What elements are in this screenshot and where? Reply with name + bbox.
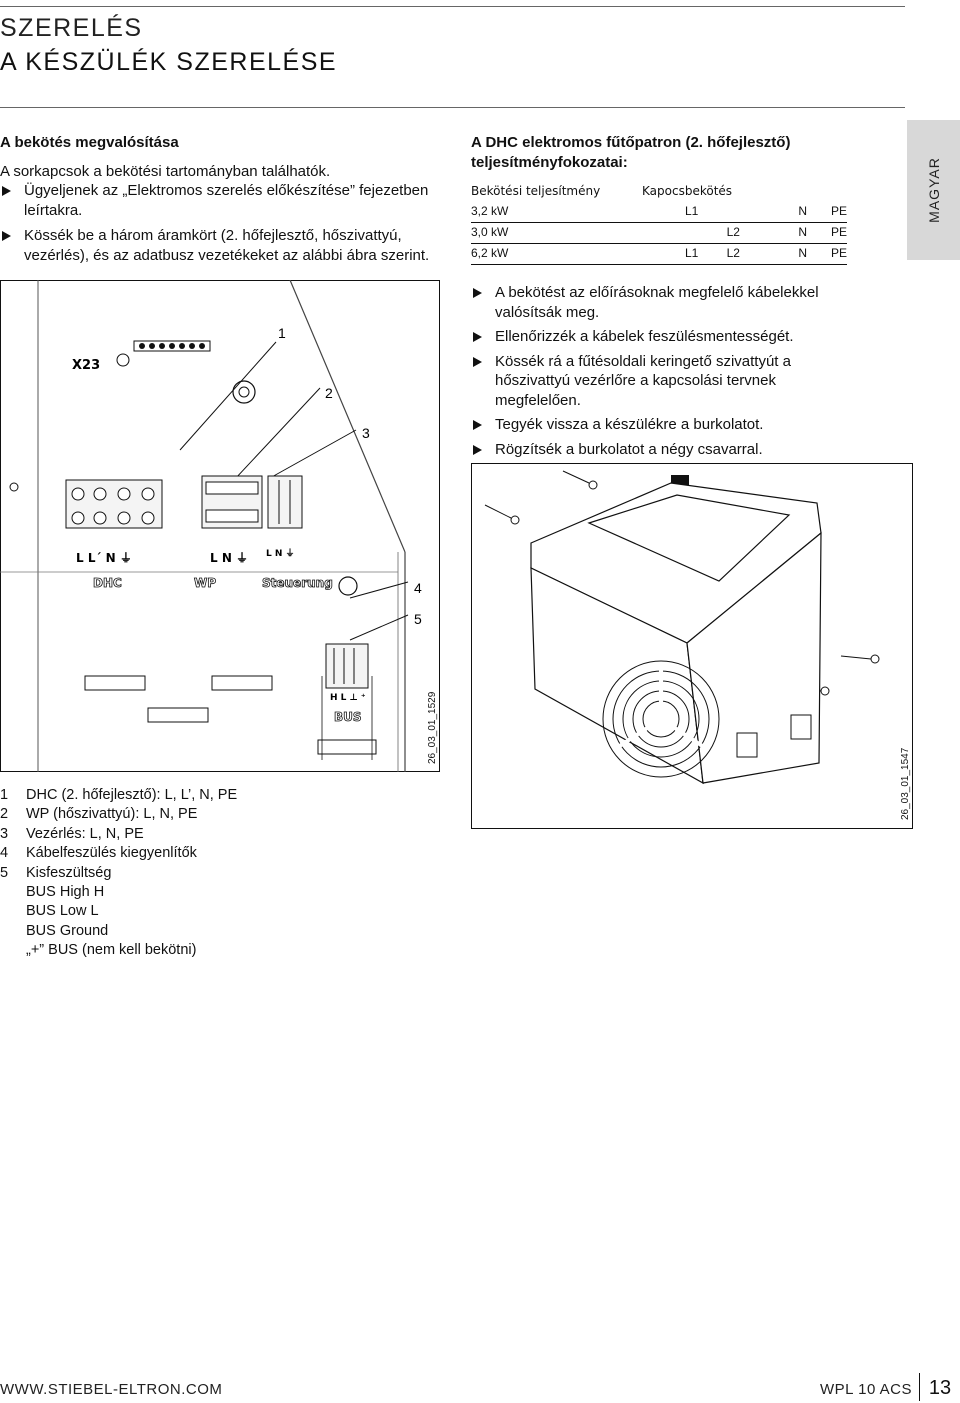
control-terminal-block	[267, 475, 303, 529]
upper-terminal-strip	[133, 340, 211, 352]
bullet-item: Kössék be a három áramkört (2. hőfejlesz…	[0, 226, 440, 265]
power-table: Bekötési teljesítmény Kapocsbekötés 3,2 …	[471, 182, 847, 265]
dhc-heading: A DHC elektromos fűtőpatron (2. hőfejles…	[471, 134, 791, 171]
cable-gland	[232, 380, 256, 404]
right-text-block: A DHC elektromos fűtőpatron (2. hőfejles…	[471, 133, 856, 459]
bus-pin-labels: H L ⊥ ⁺	[330, 693, 366, 703]
dhc-terminal-block	[65, 479, 163, 529]
intro-text: A sorkapcsok a bekötési tartományban tal…	[0, 162, 331, 180]
handle-recess	[736, 732, 758, 758]
bullet-item: Tegyék vissza a készülékre a burkolatot.	[471, 415, 856, 435]
bullet-triangle-icon	[473, 356, 482, 367]
x23-label: X23	[72, 358, 100, 373]
footer-product: WPL 10 ACS	[820, 1381, 912, 1398]
bullet-triangle-icon	[473, 444, 482, 455]
dhc-group-label: DHC	[93, 576, 122, 590]
unit-diagram-svg	[471, 463, 913, 829]
table-row: 6,2 kW L1 L2 N PE	[471, 243, 847, 265]
page-title: A KÉSZÜLÉK SZERELÉSE	[0, 48, 338, 76]
wiring-diagram-svg: X23 1 2 3	[0, 279, 440, 772]
strain-relief-clamps	[84, 675, 377, 755]
table-header-power: Bekötési teljesítmény	[471, 184, 601, 199]
callout-2: 2	[325, 385, 333, 401]
figure-id-left: 26_03_01_1529	[427, 691, 438, 764]
page-number: 13	[919, 1373, 960, 1401]
callout-4: 4	[414, 580, 422, 596]
connection-heading: A bekötés megvalósítása	[0, 134, 179, 151]
bullet-triangle-icon	[473, 420, 482, 430]
table-header-terminals: Kapocsbekötés	[642, 184, 733, 199]
callout-3: 3	[362, 425, 370, 441]
legend-item: „+” BUS (nem kell bekötni)	[26, 942, 197, 959]
control-terminal-labels: L N ⏚	[266, 548, 295, 559]
callout-1: 1	[278, 325, 286, 341]
service-cover	[790, 714, 812, 740]
section-title: SZERELÉS	[0, 14, 143, 42]
ground-gland	[338, 576, 358, 596]
left-text-block: A bekötés megvalósítása A sorkapcsok a b…	[0, 133, 440, 265]
legend-item: BUS High H	[26, 884, 105, 901]
callout-5: 5	[414, 611, 422, 627]
bus-terminal-block	[325, 643, 369, 689]
bullet-item: Ellenőrizzék a kábelek feszülésmentesség…	[471, 327, 856, 347]
unit-diagram	[471, 463, 913, 829]
bullet-item: Rögzítsék a burkolatot a négy csavarral.	[471, 440, 856, 460]
wp-terminal-labels: L N ⏚	[210, 551, 248, 565]
legend-item: BUS Ground	[26, 922, 109, 939]
header-rule	[0, 107, 905, 108]
bullet-triangle-icon	[473, 332, 482, 342]
legend-item: BUS Low L	[26, 903, 99, 920]
wp-group-label: WP	[194, 576, 216, 590]
language-tab: MAGYAR	[907, 120, 960, 260]
footer-website[interactable]: WWW.STIEBEL-ELTRON.COM	[0, 1381, 223, 1398]
steuerung-group-label: Steuerung	[262, 576, 333, 590]
table-row: 3,2 kW L1 N PE	[471, 202, 847, 223]
top-rule	[0, 6, 905, 7]
table-row: 3,0 kW L2 N PE	[471, 222, 847, 244]
bullet-item: Ügyeljenek az „Elektromos szerelés előké…	[0, 181, 440, 220]
dhc-terminal-labels: L L´ N ⏚	[76, 551, 132, 565]
wp-terminal-block	[201, 475, 263, 529]
fan-grille	[602, 660, 720, 778]
bullet-triangle-icon	[2, 186, 11, 196]
bullet-triangle-icon	[473, 288, 482, 298]
bullet-item: A bekötést az előírásoknak megfelelő káb…	[471, 283, 856, 322]
wiring-diagram: X23 1 2 3	[0, 279, 440, 772]
bullet-item: Kössék rá a fűtésoldali keringető szivat…	[471, 352, 856, 411]
bullet-triangle-icon	[2, 231, 11, 241]
bus-label: BUS	[334, 710, 362, 724]
figure-id-right: 26_03_01_1547	[900, 747, 911, 820]
heat-pump-housing	[530, 482, 822, 785]
